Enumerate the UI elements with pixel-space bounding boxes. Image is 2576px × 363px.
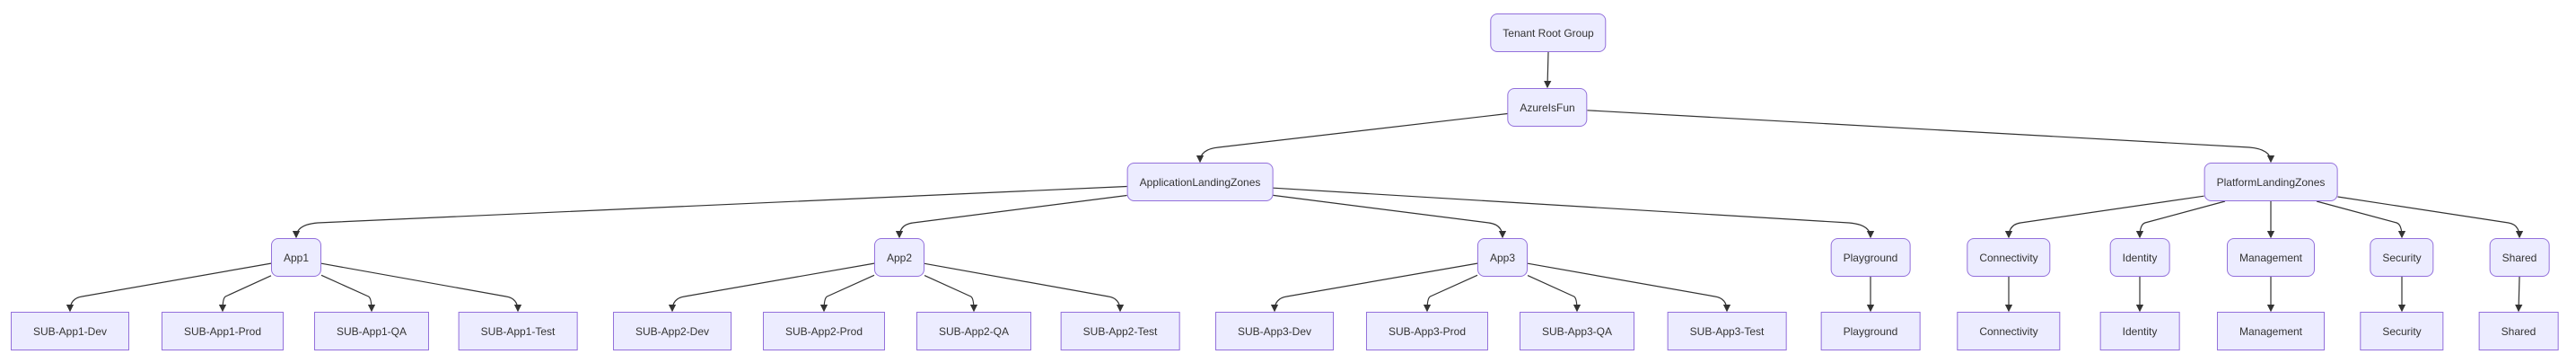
node-sub-app1-test: SUB-App1-Test <box>458 312 578 350</box>
node-sub-app2-test: SUB-App2-Test <box>1060 312 1180 350</box>
edge-application-landing-zones-to-app3 <box>1273 194 1507 239</box>
node-sub-app3-prod: SUB-App3-Prod <box>1365 312 1489 350</box>
edge-azureisfun-to-platform-landing-zones <box>1587 110 2275 164</box>
edge-app3-to-sub-app3-prod <box>1423 274 1478 313</box>
node-tenant-root-group: Tenant Root Group <box>1490 13 1607 52</box>
node-sub-app1-prod: SUB-App1-Prod <box>161 312 285 350</box>
edge-app2-to-sub-app2-prod <box>819 274 875 313</box>
node-app2: App2 <box>873 238 925 277</box>
edge-platform-landing-zones-to-security <box>2316 200 2406 239</box>
node-sub-app3-test: SUB-App3-Test <box>1667 312 1787 350</box>
edge-azureisfun-to-application-landing-zones <box>1196 112 1508 164</box>
edge-app3-to-sub-app3-test <box>1527 262 1731 313</box>
node-sub-app1-dev: SUB-App1-Dev <box>10 312 130 350</box>
edge-tenant-root-group-to-azureisfun <box>1543 51 1552 89</box>
node-identity-sub: Identity <box>2099 312 2180 350</box>
node-app1: App1 <box>270 238 322 277</box>
node-application-landing-zones: ApplicationLandingZones <box>1126 163 1274 201</box>
node-sub-app3-qa: SUB-App3-QA <box>1519 312 1635 350</box>
node-connectivity-sub: Connectivity <box>1957 312 2061 350</box>
node-azureisfun: AzureIsFun <box>1507 88 1588 127</box>
edge-app3-to-sub-app3-qa <box>1527 275 1582 313</box>
node-playground: Playground <box>1830 238 1911 277</box>
node-sub-app2-qa: SUB-App2-QA <box>916 312 1032 350</box>
edge-app1-to-sub-app1-prod <box>218 275 272 313</box>
node-management-sub: Management <box>2216 312 2326 350</box>
node-identity: Identity <box>2109 238 2170 277</box>
node-sub-app3-dev: SUB-App3-Dev <box>1214 312 1335 350</box>
node-shared: Shared <box>2489 238 2550 277</box>
edge-application-landing-zones-to-app2 <box>895 194 1127 239</box>
node-security-sub: Security <box>2360 312 2444 350</box>
node-management: Management <box>2226 238 2316 277</box>
node-sub-app2-dev: SUB-App2-Dev <box>612 312 732 350</box>
node-platform-landing-zones: PlatformLandingZones <box>2204 163 2338 201</box>
edge-platform-landing-zones-to-identity <box>2135 200 2226 239</box>
edge-app2-to-sub-app2-dev <box>668 262 875 313</box>
node-playground-sub: Playground <box>1820 312 1921 350</box>
edge-application-landing-zones-to-playground <box>1273 187 1875 239</box>
edge-application-landing-zones-to-app1 <box>292 185 1127 239</box>
edge-app2-to-sub-app2-qa <box>924 275 978 313</box>
node-connectivity: Connectivity <box>1967 238 2051 277</box>
edge-app2-to-sub-app2-test <box>924 262 1125 313</box>
node-app3: App3 <box>1476 238 1529 277</box>
node-shared-sub: Shared <box>2478 312 2559 350</box>
edge-app1-to-sub-app1-dev <box>66 262 272 313</box>
edge-platform-landing-zones-to-shared <box>2337 196 2524 239</box>
edge-platform-landing-zones-to-connectivity <box>2004 195 2204 239</box>
node-sub-app2-prod: SUB-App2-Prod <box>762 312 886 350</box>
node-sub-app1-qa: SUB-App1-QA <box>313 312 430 350</box>
edge-app1-to-sub-app1-qa <box>320 274 376 313</box>
edge-app3-to-sub-app3-dev <box>1270 262 1478 313</box>
node-security: Security <box>2370 238 2434 277</box>
edge-app1-to-sub-app1-test <box>320 262 522 313</box>
